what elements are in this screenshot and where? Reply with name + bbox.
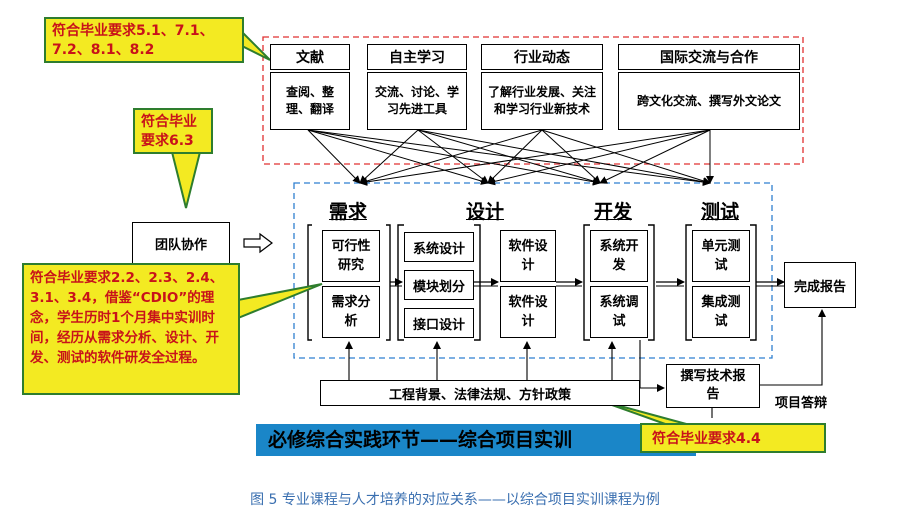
callout-pointer-team: [170, 151, 202, 209]
system-debugging-box: 系统调试: [590, 286, 648, 338]
engineering-background-box: 工程背景、法律法规、方针政策: [320, 380, 640, 406]
complete-report-box: 完成报告: [784, 262, 856, 308]
resource-dashed-frame: [262, 36, 804, 165]
project-defense-label: 项目答辩: [775, 396, 828, 411]
resource-industry-body: 了解行业发展、关注和学习行业新技术: [481, 72, 603, 130]
stage-title-test: 测试: [700, 201, 739, 223]
integration-test-box: 集成测试: [692, 286, 750, 338]
software-design-box-1: 软件设计: [500, 230, 556, 282]
interface-design-box: 接口设计: [404, 308, 474, 338]
callout-cdio: 符合毕业要求2.2、2.3、2.4、3.1、3.4，借鉴“CDIO”的理念，学生…: [22, 263, 240, 395]
figure-caption: 图 5 专业课程与人才培养的对应关系——以综合项目实训课程为例: [250, 492, 660, 508]
requirements-analysis-box: 需求分析: [322, 286, 380, 338]
unit-test-box: 单元测试: [692, 230, 750, 282]
callout-pointer-top: [241, 29, 271, 61]
stage-title-requirements: 需求: [328, 201, 367, 223]
stage-title-design: 设计: [465, 201, 504, 223]
course-banner: 必修综合实践环节——综合项目实训: [256, 424, 696, 456]
feasibility-study-box: 可行性研究: [322, 230, 380, 282]
workflow-dashed-frame: [293, 182, 773, 359]
technical-report-box: 撰写技术报告: [666, 364, 760, 408]
system-development-box: 系统开发: [590, 230, 648, 282]
stage-title-dev: 开发: [593, 201, 632, 223]
resource-selfstudy-body: 交流、讨论、学习先进工具: [367, 72, 467, 130]
team-collaboration-box: 团队协作: [132, 222, 230, 264]
resource-literature-title: 文献: [270, 44, 350, 70]
team-arrow: [243, 232, 273, 254]
system-design-box: 系统设计: [404, 232, 474, 262]
module-division-box: 模块划分: [404, 270, 474, 300]
resource-international-title: 国际交流与合作: [618, 44, 800, 70]
resource-literature-body: 查阅、整理、翻译: [270, 72, 350, 130]
resource-industry-title: 行业动态: [481, 44, 603, 70]
callout-team: 符合毕业要求6.3: [133, 108, 213, 154]
callout-pointer-cdio: [237, 283, 323, 320]
callout-graduation-bottom: 符合毕业要求4.4: [640, 423, 826, 453]
callout-graduation-top: 符合毕业要求5.1、7.1、7.2、8.1、8.2: [44, 17, 244, 63]
software-design-box-2: 软件设计: [500, 286, 556, 338]
resource-selfstudy-title: 自主学习: [367, 44, 467, 70]
resource-international-body: 跨文化交流、撰写外文论文: [618, 72, 800, 130]
